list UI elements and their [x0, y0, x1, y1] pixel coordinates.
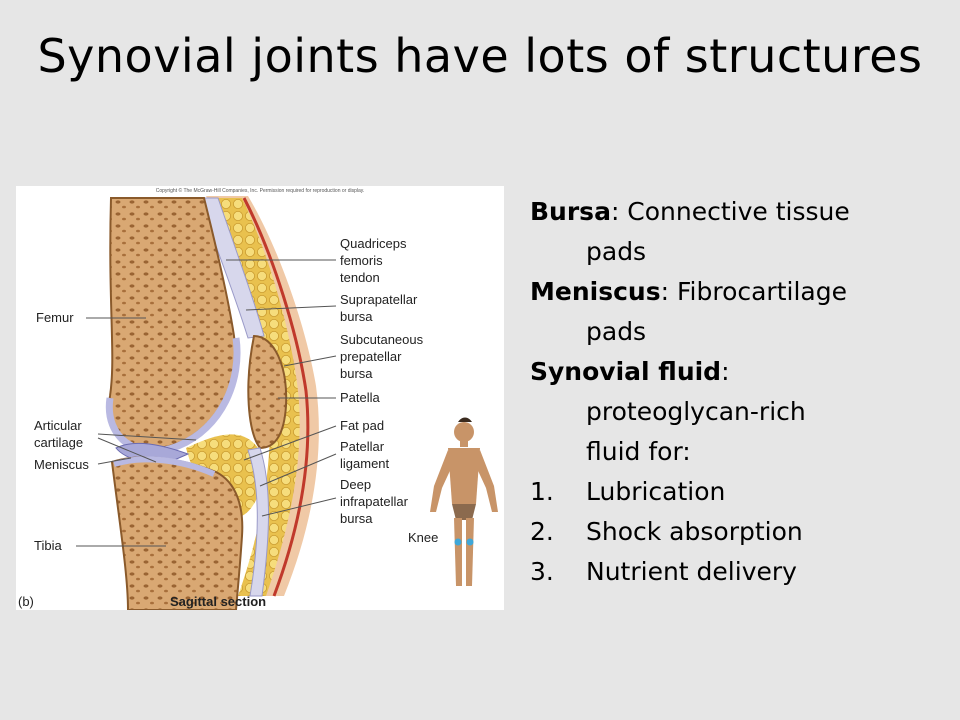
patella-bone	[247, 334, 288, 450]
label-subcutaneous-line1: Subcutaneous	[340, 332, 424, 347]
note-synovial-fluid: Synovial fluid:	[530, 352, 950, 392]
quadriceps-tendon	[197, 197, 265, 339]
list-num-2: 2.	[530, 517, 554, 546]
label-suprapatellar-line1: Suprapatellar	[340, 292, 418, 307]
figure-caption: Sagittal section	[170, 594, 267, 609]
femur-articular-cartilage	[105, 337, 241, 455]
label-patellar-ligament-line1: Patellar	[340, 439, 385, 454]
label-femur: Femur	[36, 310, 74, 325]
panel-letter: (b)	[18, 594, 34, 609]
knee-illustration	[76, 196, 498, 610]
list-item-2: 2. Shock absorption	[530, 512, 950, 552]
human-figure-icon	[430, 417, 498, 586]
label-suprapatellar-line2: bursa	[340, 309, 373, 324]
def-bursa-2: pads	[586, 237, 647, 266]
def-meniscus-1: : Fibrocartilage	[660, 277, 847, 306]
list-text-1: Lubrication	[586, 477, 726, 506]
fat-layer	[216, 198, 300, 596]
label-meniscus: Meniscus	[34, 457, 89, 472]
label-articular-cartilage-line1: Articular	[34, 418, 82, 433]
list-text-2: Shock absorption	[586, 517, 803, 546]
copyright-notice: Copyright © The McGraw-Hill Companies, I…	[155, 188, 365, 194]
note-bursa: Bursa: Connective tissue	[530, 192, 950, 232]
list-num-3: 3.	[530, 557, 554, 586]
notes-list: Bursa: Connective tissue pads Meniscus: …	[530, 192, 950, 592]
label-deep-infrapatellar-line2: infrapatellar	[340, 494, 408, 509]
note-meniscus: Meniscus: Fibrocartilage	[530, 272, 950, 312]
fat-pad	[186, 434, 262, 516]
tibia-bone	[110, 456, 244, 610]
label-tibia: Tibia	[34, 538, 62, 553]
def-meniscus-2: pads	[586, 317, 647, 346]
slide-title: Synovial joints have lots of structures	[37, 29, 923, 83]
def-bursa-1: : Connective tissue	[610, 197, 850, 226]
list-item-1: 1. Lubrication	[530, 472, 950, 512]
label-quadriceps-line3: tendon	[340, 270, 380, 285]
label-subcutaneous-line3: bursa	[340, 366, 373, 381]
def-fluid-1: proteoglycan-rich	[586, 397, 806, 426]
tibia-articular-cartilage	[113, 456, 216, 477]
label-knee: Knee	[408, 530, 439, 545]
term-synovial-fluid: Synovial fluid	[530, 357, 722, 386]
label-fat-pad: Fat pad	[340, 418, 385, 433]
label-deep-infrapatellar-line1: Deep	[340, 477, 372, 492]
skin-edge-line	[242, 197, 310, 597]
list-num-1: 1.	[530, 477, 554, 506]
list-text-3: Nutrient delivery	[586, 557, 797, 586]
term-meniscus: Meniscus	[530, 277, 661, 306]
term-bursa: Bursa	[530, 197, 611, 226]
label-subcutaneous-line2: prepatellar	[340, 349, 402, 364]
knee-sagittal-figure: Copyright © The McGraw-Hill Companies, I…	[16, 186, 504, 610]
list-item-3: 3. Nutrient delivery	[530, 552, 950, 592]
def-fluid-2: fluid for:	[586, 437, 691, 466]
label-quadriceps-line2: femoris	[340, 253, 383, 268]
label-articular-cartilage-line2: cartilage	[34, 435, 84, 450]
fluid-colon: :	[721, 357, 730, 386]
label-patella: Patella	[340, 390, 380, 405]
label-patellar-ligament-line2: ligament	[340, 456, 390, 471]
label-quadriceps-line1: Quadriceps	[340, 236, 407, 251]
label-deep-infrapatellar-line3: bursa	[340, 511, 373, 526]
